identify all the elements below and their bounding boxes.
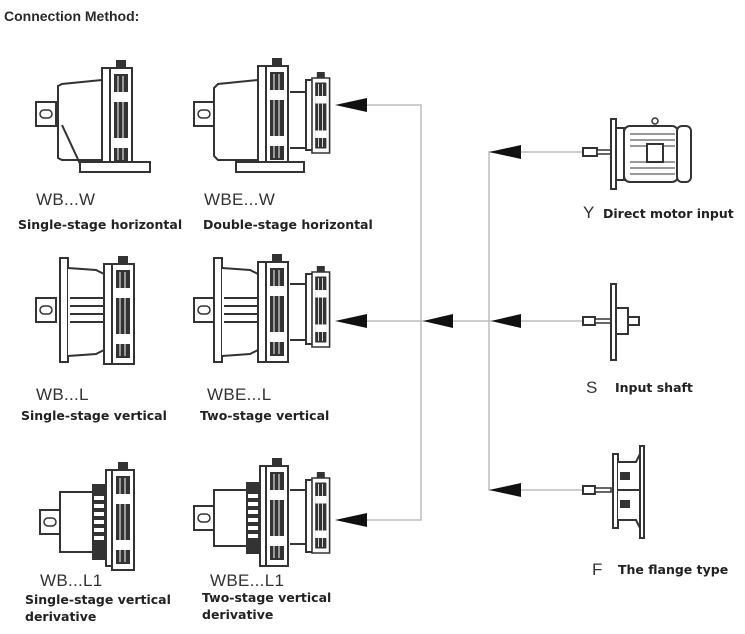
gearbox-wbe-w-drawing: [193, 57, 331, 173]
gearbox-desc-wbe-l: Two-stage vertical: [200, 408, 330, 423]
arrow-to-wbe-l1: [335, 513, 367, 527]
right-bus-line: [488, 151, 582, 491]
gearbox-desc-wbe-w: Double-stage horizontal: [203, 217, 373, 232]
arrow-to-wbe-l: [335, 314, 367, 328]
gearbox-desc-wb-l1-line1: Single-stage vertical: [25, 592, 171, 607]
gearbox-desc-wb-l1: Single-stage vertical derivative: [25, 591, 171, 625]
page-title: Connection Method:: [4, 8, 140, 24]
connector-lines: [340, 104, 582, 521]
gearbox-wb-l-drawing: [35, 255, 135, 365]
input-letter-s: S: [586, 378, 598, 397]
arrow-from-flange: [489, 483, 521, 497]
gearbox-wbe-l-drawing: [193, 253, 331, 363]
arrow-from-shaft: [491, 314, 521, 328]
input-label-input-shaft: Input shaft: [615, 380, 693, 395]
gearbox-desc-wbe-l1: Two-stage vertical derivative: [202, 589, 331, 623]
input-label-direct-motor: Direct motor input: [603, 206, 734, 221]
arrow-bus-merge: [423, 314, 453, 328]
gearbox-code-wb-l: WB...L: [36, 385, 89, 404]
gearbox-desc-wbe-l1-line1: Two-stage vertical: [202, 590, 332, 605]
arrow-to-wbe-w: [335, 98, 367, 112]
gearbox-code-wbe-w: WBE...W: [204, 190, 276, 209]
motor-icon: [582, 117, 692, 190]
flange-icon: [582, 445, 645, 539]
input-label-flange: The flange type: [618, 562, 729, 577]
input-letter-f: F: [592, 560, 603, 579]
arrows: [335, 98, 521, 527]
arrow-from-motor: [489, 145, 521, 159]
gearbox-code-wb-l1: WB...L1: [40, 571, 103, 590]
gearbox-wb-l1-drawing: [39, 461, 135, 571]
gearbox-desc-wb-w: Single-stage horizontal: [18, 217, 183, 232]
gearbox-desc-wbe-l1-line2: derivative: [202, 607, 274, 622]
gearbox-wbe-l1-drawing: [193, 457, 331, 567]
input-letter-y: Y: [583, 203, 595, 222]
input-shaft-icon: [582, 283, 640, 361]
gearbox-code-wbe-l: WBE...L: [207, 385, 272, 404]
gearbox-wb-w-drawing: [35, 59, 151, 173]
gearbox-desc-wb-l1-line2: derivative: [25, 609, 97, 624]
gearbox-code-wb-w: WB...W: [36, 190, 96, 209]
gearbox-desc-wb-l: Single-stage vertical: [21, 408, 167, 423]
gearbox-code-wbe-l1: WBE...L1: [210, 571, 285, 590]
left-bus-line: [340, 104, 422, 521]
